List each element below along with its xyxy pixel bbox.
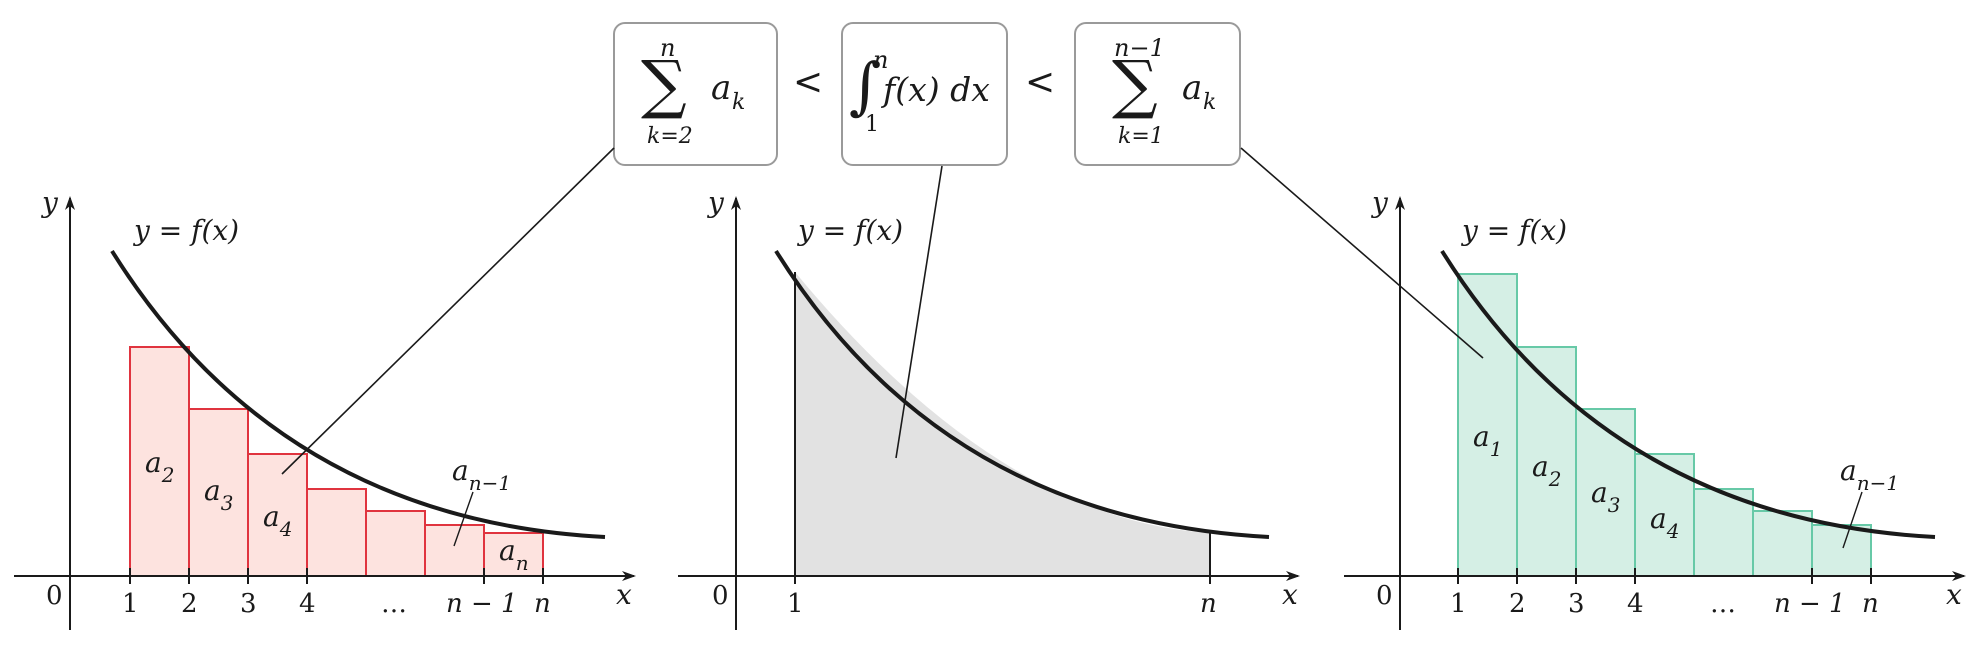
sum-right-term: a [1182,68,1203,108]
sum-right-term-sub: k [1203,90,1217,115]
less-than-1: < [793,62,824,103]
panel-left: y x 0 y = f(x) 1 2 3 4 … n − 1 n a2 a3 a… [14,147,636,630]
right-tick-1: 1 [1450,589,1467,619]
middle-x-label: x [1282,578,1298,611]
right-rect-an-1 [1811,524,1872,577]
middle-curve [774,249,1270,539]
left-leader-line [281,147,615,475]
middle-curve-label: y = f(x) [796,214,903,247]
sum-left-sigma: ∑ [641,48,687,122]
sum-left-upper: n [660,34,676,62]
integral-sign: ∫ [849,49,882,122]
right-term-a1: a1 [1473,420,1502,461]
left-rect-an-1 [424,524,485,577]
sum-right-lower: k=1 [1118,124,1164,149]
right-term-a4: a4 [1650,502,1679,543]
right-tick-4: 4 [1627,589,1644,619]
left-curve [110,249,606,539]
left-term-a3: a3 [204,474,233,515]
integral-box: ∫ n 1 f(x) dx [841,22,1008,166]
left-rect-a4 [247,453,308,577]
right-tick-n-1: n − 1 [1774,589,1846,619]
integral-integrand: f(x) dx [883,70,990,109]
left-rect-a2 [129,346,190,577]
middle-origin-label: 0 [712,581,729,611]
right-curve [1440,249,1936,539]
left-term-an-1: an−1 [452,454,511,495]
right-tick-2: 2 [1509,589,1526,619]
sum-right-box: n−1 ∑ k=1 a k [1074,22,1241,166]
right-rectangles [1457,273,1872,577]
right-rect-a6 [1752,510,1813,577]
middle-leader-line [895,165,943,459]
left-tick-ellipsis: … [381,589,407,619]
middle-tick-1: 1 [787,589,804,619]
less-than-2: < [1025,62,1056,103]
left-term-an: an [499,534,529,575]
sum-right-upper: n−1 [1114,34,1165,62]
right-term-a2: a2 [1532,450,1561,491]
middle-area [795,272,1210,576]
left-tick-4: 4 [299,589,316,619]
left-term-a4: a4 [263,500,292,541]
left-rectangles [129,346,544,577]
sum-left-box: n ∑ k=2 a k [613,22,778,166]
right-term-a3: a3 [1591,476,1620,517]
panel-right: y x 0 y = f(x) 1 2 3 4 … n − 1 n a1 a2 a… [1240,147,1966,630]
right-origin-label: 0 [1376,581,1393,611]
sum-left-lower: k=2 [647,124,693,149]
left-tick-1: 1 [122,589,139,619]
left-tick-n: n [534,589,551,619]
middle-ticks [794,568,1211,584]
right-term-an-1: an−1 [1840,454,1899,495]
left-rect-a5 [306,488,367,577]
integral-upper: n [873,46,889,74]
right-tick-ellipsis: … [1710,589,1736,619]
sum-right-sigma: ∑ [1112,48,1158,122]
right-rect-a5 [1693,488,1754,577]
left-tick-2: 2 [181,589,198,619]
left-rect-a6 [365,510,426,577]
right-tick-3: 3 [1568,589,1585,619]
right-tick-n: n [1862,589,1879,619]
right-leader-line [1240,147,1484,359]
middle-tick-n: n [1200,589,1217,619]
sum-left-term: a [711,68,732,108]
right-ticks [1457,568,1872,584]
left-ticks [129,568,544,584]
left-term-a2: a2 [145,446,174,487]
left-tick-n-1: n − 1 [446,589,518,619]
right-x-label: x [1946,578,1962,611]
right-rect-a3 [1575,408,1636,577]
sum-left-term-sub: k [732,90,746,115]
left-curve-label: y = f(x) [132,214,239,247]
left-tick-3: 3 [240,589,257,619]
left-origin-label: 0 [46,581,63,611]
right-y-label: y [1370,186,1389,219]
integral-lower: 1 [865,112,879,137]
middle-y-label: y [706,186,725,219]
right-an1-pointer [1842,491,1863,549]
panel-middle: y x 0 y = f(x) 1 n [678,165,1300,630]
right-curve-label: y = f(x) [1460,214,1567,247]
left-an1-pointer [453,491,474,547]
left-x-label: x [616,578,632,611]
left-y-label: y [40,186,59,219]
